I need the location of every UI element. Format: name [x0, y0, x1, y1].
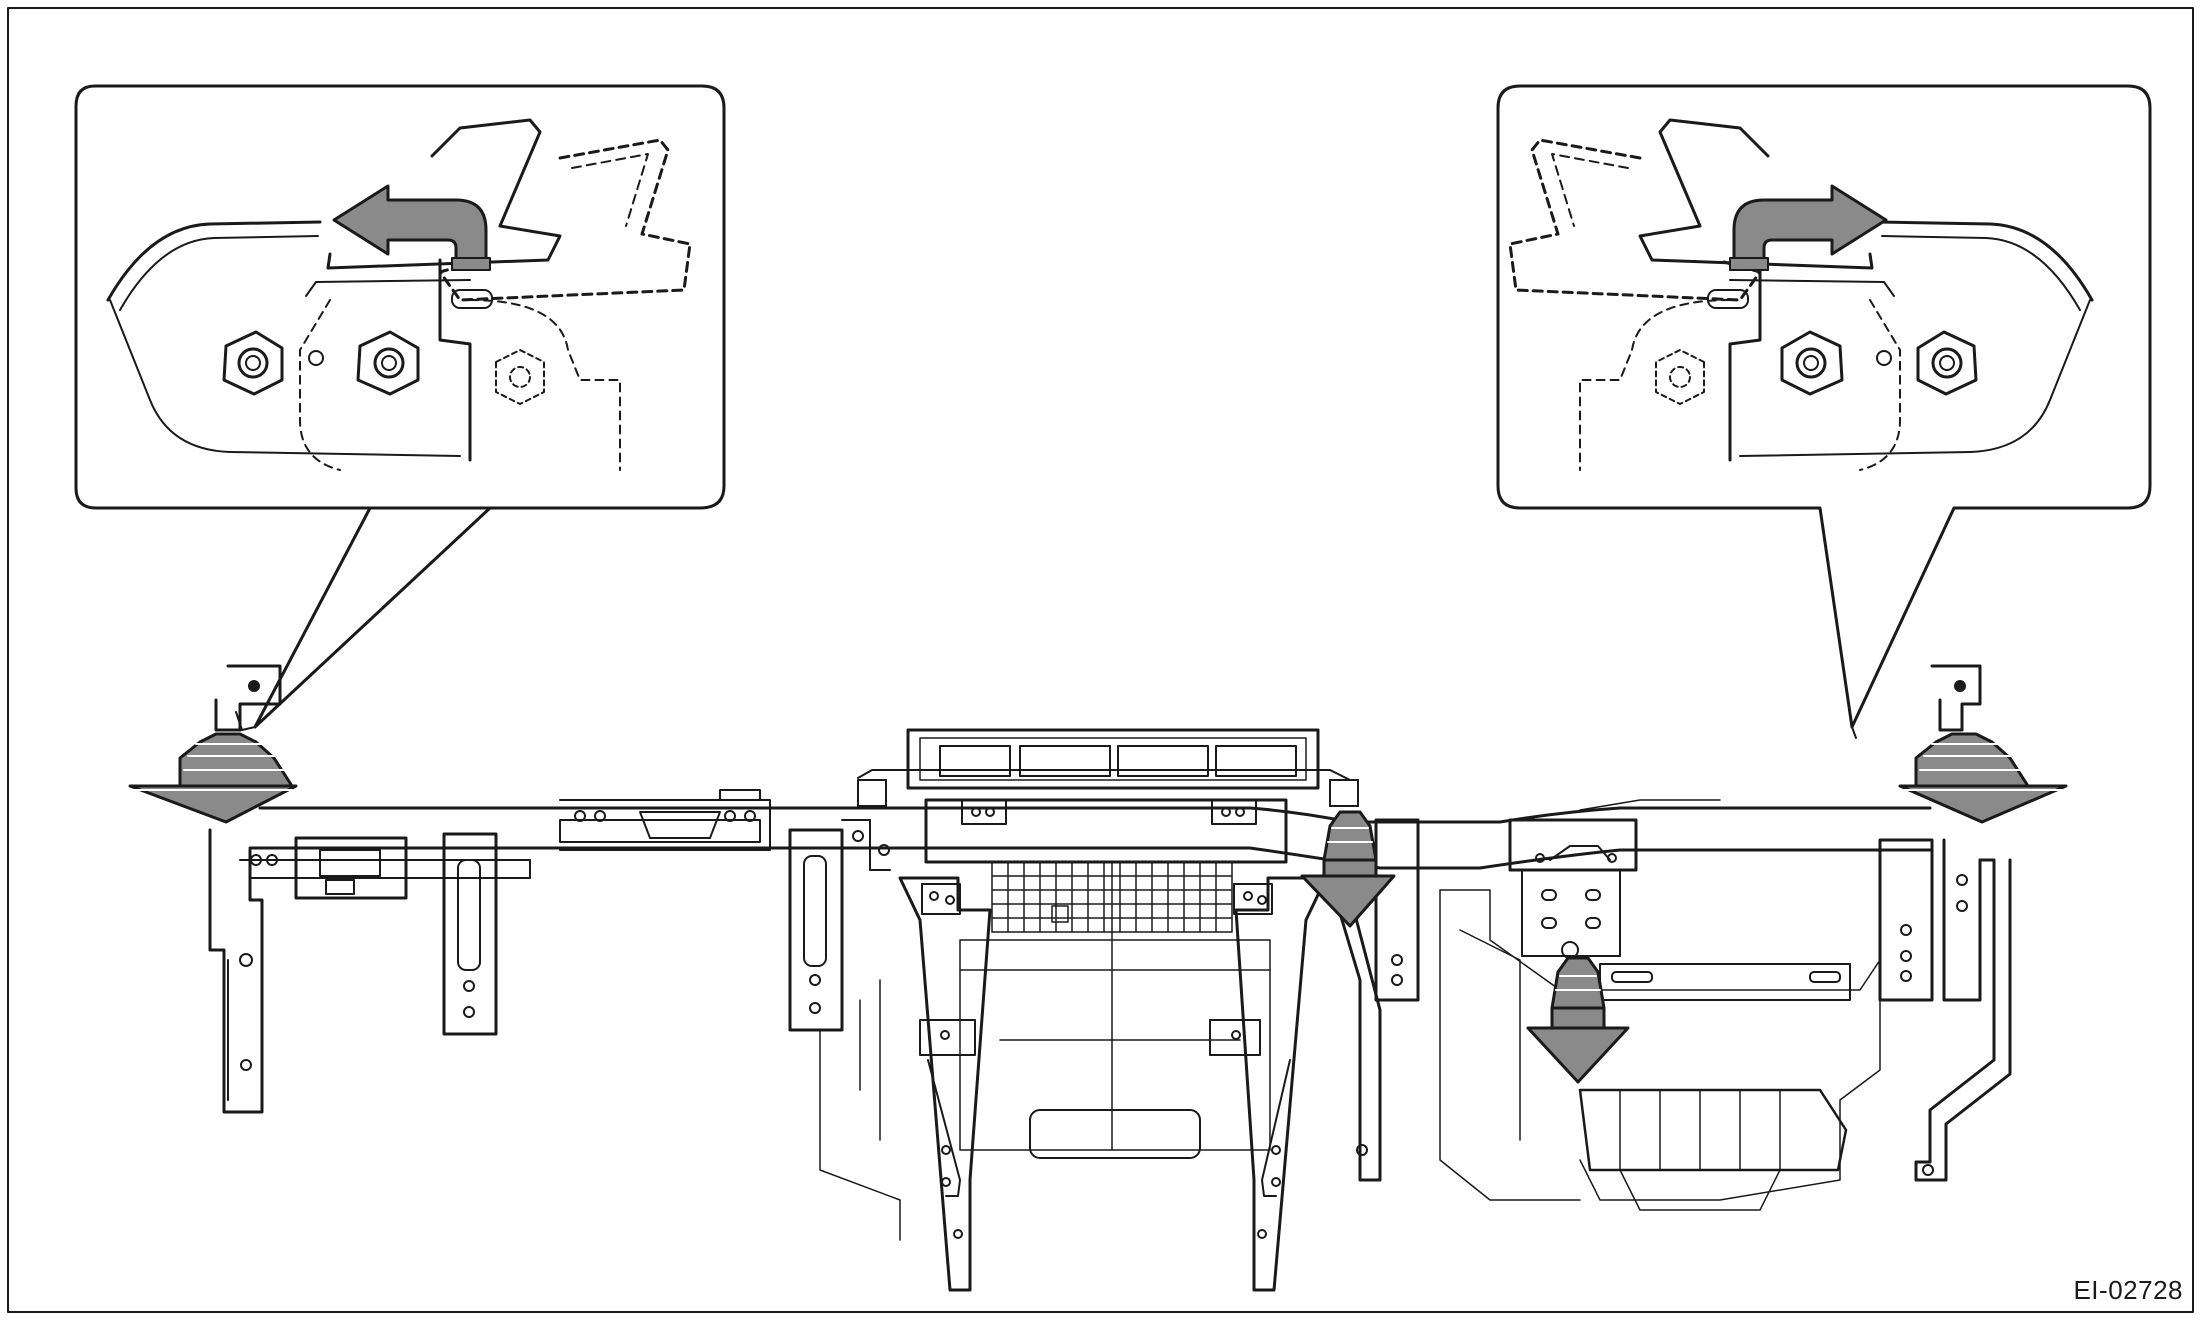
- center-removal-arrow: [1300, 810, 1396, 928]
- right-detail-solid-bracket: [1638, 118, 1874, 270]
- left-detail-nut-1: [222, 330, 284, 396]
- left-detail-pull-arrow: [332, 184, 491, 271]
- left-detail-nut-2: [356, 330, 420, 396]
- left-detail-dashed-nut: [495, 349, 545, 405]
- left-detail-solid-bracket: [326, 118, 562, 270]
- right-detail-nut-1: [1916, 330, 1978, 396]
- right-detail-callout: [1496, 84, 2152, 739]
- left-end-removal-arrow: [128, 732, 298, 824]
- right-end-removal-arrow: [1898, 732, 2068, 824]
- center-lower-removal-arrow: [1526, 956, 1630, 1084]
- left-detail-dashed-bracket: [438, 138, 692, 302]
- right-detail-dashed-bracket: [1508, 138, 1762, 302]
- right-detail-nut-2: [1780, 330, 1844, 396]
- figure-border: [7, 7, 2194, 1313]
- right-detail-dashed-nut: [1655, 349, 1705, 405]
- figure-code-label: EI-02728: [2073, 1275, 2183, 1305]
- steering-support-beam: [208, 664, 2012, 1292]
- left-detail-callout: [74, 84, 726, 731]
- right-detail-pull-arrow: [1729, 184, 1888, 271]
